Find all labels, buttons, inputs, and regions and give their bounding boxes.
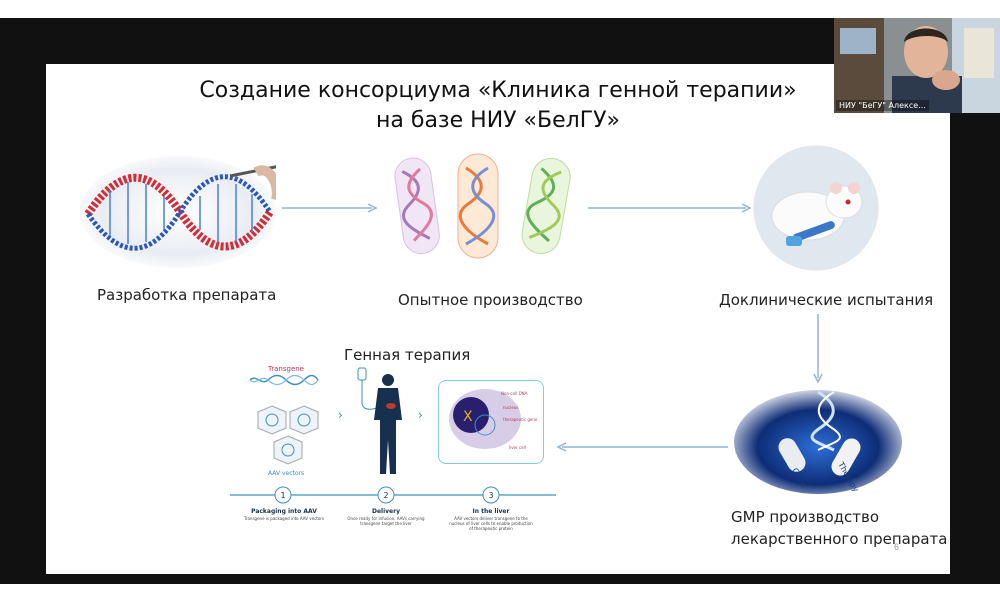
liver-cell-image: X [449,389,521,449]
step-label-gmp-line2: лекарственного препарата [731,530,948,548]
gene-therapy-capsule-image: Gene Therapy [734,390,902,494]
stage-number: 3 [488,491,493,500]
participant-name-label: НИУ "БеГУ" Алексе... [836,100,929,111]
participant-video-thumbnail[interactable]: НИУ "БеГУ" Алексе... [834,18,1000,113]
stage-number: 1 [280,491,285,500]
arrow-right-icon [588,203,752,213]
chevron-right-icon: › [418,408,423,422]
slide-title-line2: на базе НИУ «БелГУ» [376,108,620,133]
step-label-pilot-production: Опытное производство [398,291,583,309]
stage-title: Delivery [371,508,400,515]
svg-text:X: X [463,409,473,425]
transgene-label: Transgene [268,365,304,373]
arrow-left-icon [556,442,728,452]
aav-vectors-label: AAV vectors [268,470,305,477]
stages-timeline: 1 2 3 [230,486,556,504]
stage-number: 2 [383,491,388,500]
arrow-right-icon [282,203,378,213]
stage-description: Transgene is packaged into AAV vectors [243,516,325,521]
test-tubes-image [394,153,571,259]
stage-title: Packaging into AAV [251,508,317,515]
liver-cell-box: X Non-cell DNA nucleus therapeutic gene … [438,380,544,464]
cell-label-nucleus: nucleus [503,405,519,410]
step-label-development: Разработка препарата [97,286,277,304]
step-label-preclinical: Доклинические испытания [719,291,934,309]
participant-video-image [834,18,1000,113]
gene-therapy-heading: Генная терапия [344,346,471,364]
slide-page-number: 6 [894,542,900,552]
cell-label-liver-cell: liver cell [509,445,526,450]
stage-description: AAV vectors deliver transgene to the nuc… [449,516,533,531]
stage-description: Once ready for infusion, AAVs carrying t… [347,516,425,526]
cell-label-therapeutic-gene: therapeutic gene [503,417,538,422]
presentation-slide: Создание консорциума «Клиника генной тер… [46,64,950,574]
cell-label-noncell-dna: Non-cell DNA [501,391,528,396]
slide-title-line1: Создание консорциума «Клиника генной тер… [199,78,797,103]
lab-rat-image [753,145,879,271]
stage-title: In the liver [472,508,510,515]
shared-screen-area: Создание консорциума «Клиника генной тер… [0,18,1000,584]
chevron-right-icon: › [338,408,343,422]
human-silhouette-image [357,367,402,474]
aav-vectors-image [257,405,319,465]
arrow-down-icon [813,314,823,384]
transgene-strand-image [249,374,319,386]
step-label-gmp-line1: GMP производство [731,508,880,526]
dna-helix-image [80,156,276,268]
